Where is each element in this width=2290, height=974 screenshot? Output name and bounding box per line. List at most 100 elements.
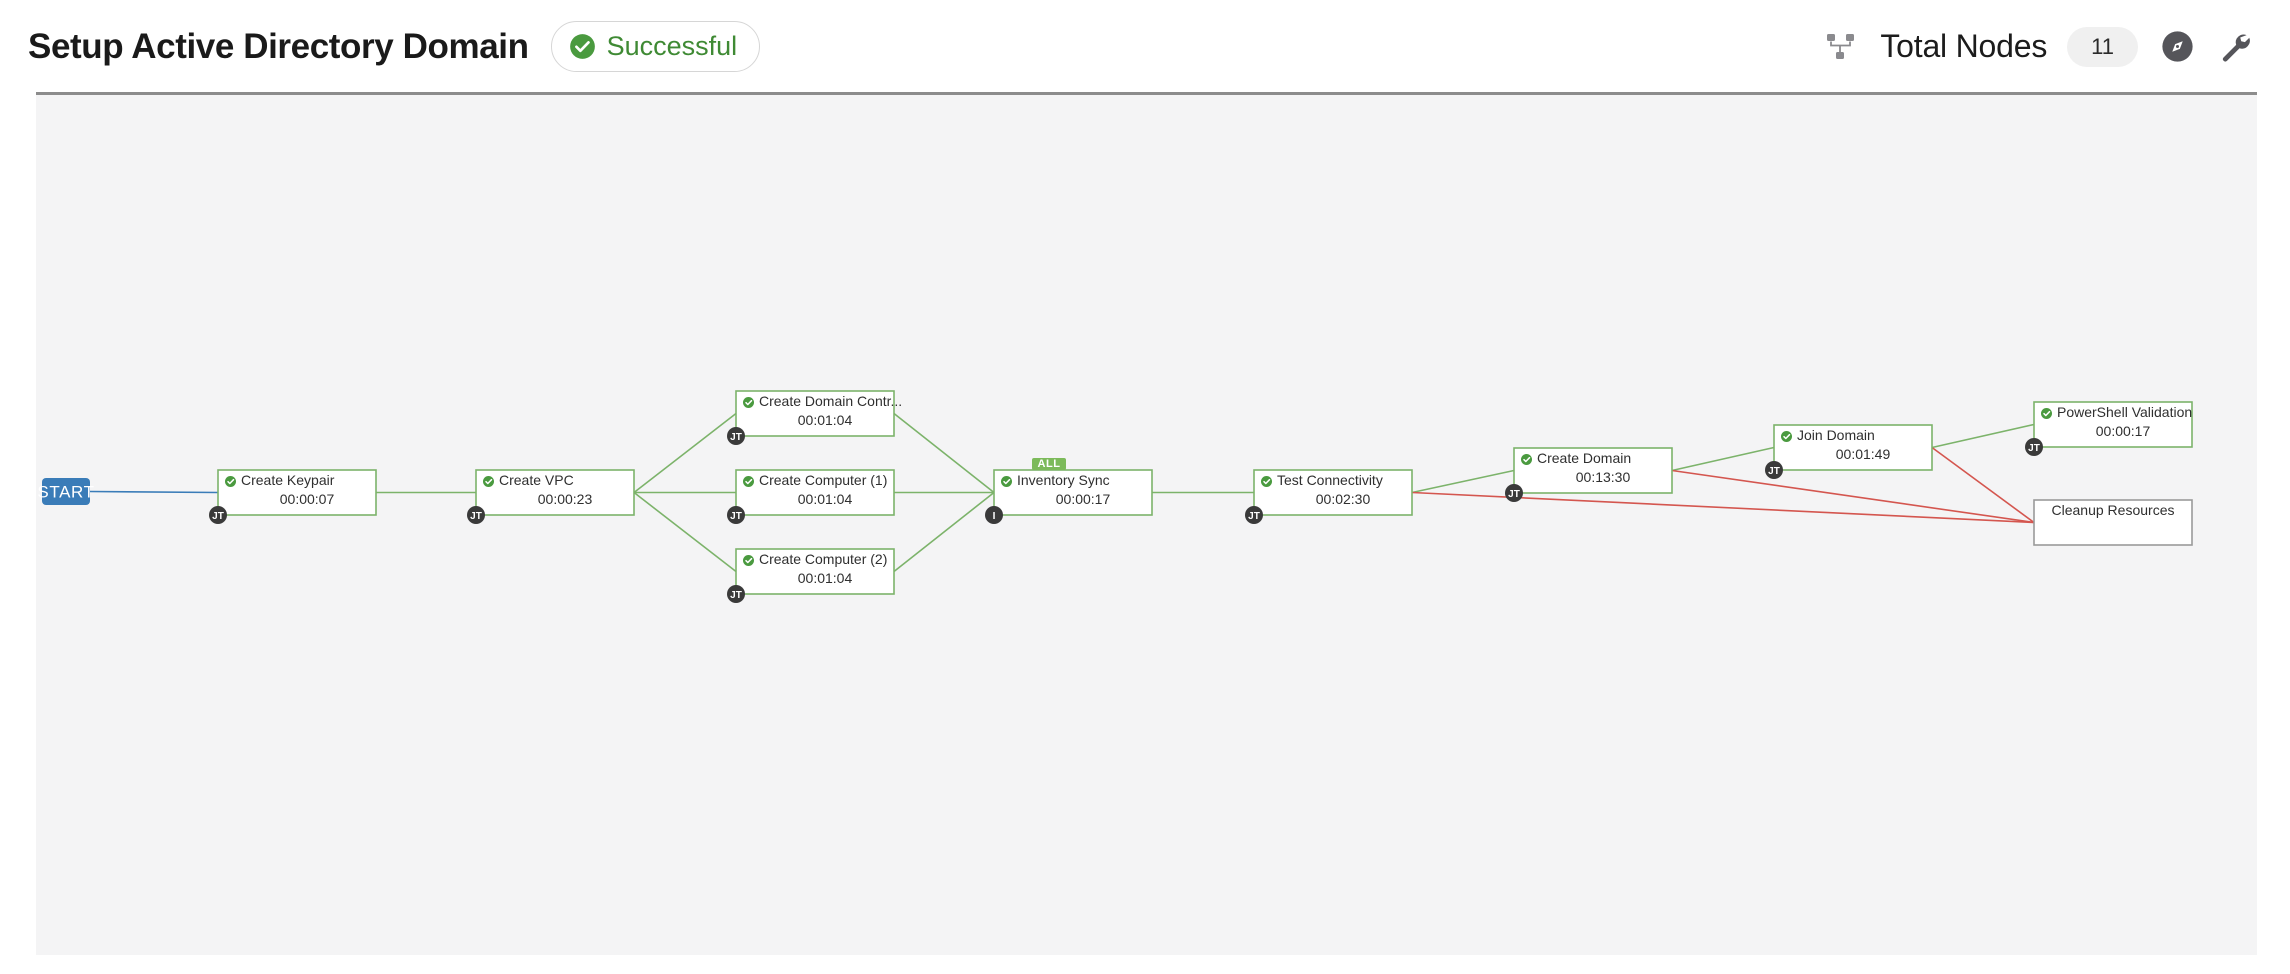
node-box [993,469,1153,516]
node-owner-initials: JT [212,511,224,522]
node-box [1253,469,1413,516]
edge-create-domain-to-join-domain[interactable] [1671,446,1775,472]
node-owner-badge[interactable]: JT [467,506,485,524]
node-duration: 00:01:04 [798,570,853,586]
header-divider [36,92,2257,95]
node-box [1773,424,1933,471]
start-node-label: START [37,483,94,502]
node-owner-initials: JT [470,511,482,522]
node-owner-initials: JT [1768,466,1780,477]
check-circle-icon [1001,476,1012,487]
check-circle-icon [569,34,595,59]
check-circle-icon [743,555,754,566]
node-duration: 00:00:07 [280,491,335,507]
wrench-icon [2222,34,2250,61]
node-duration: 00:13:30 [1576,469,1631,485]
node-owner-badge[interactable]: JT [727,427,745,445]
total-nodes-label: Total Nodes [1880,28,2048,64]
edge-start-to-create-keypair[interactable] [89,490,219,494]
node-owner-badge[interactable]: JT [2025,438,2043,456]
node-owner-initials: JT [730,590,742,601]
check-circle-icon [1521,454,1532,465]
node-box [217,469,377,516]
node-box [475,469,635,516]
title-zone: Setup Active Directory Domain Successful [0,21,761,72]
node-owner-initials: JT [1508,489,1520,500]
start-node[interactable]: START [37,478,94,505]
edge-join-domain-to-powershell-validation[interactable] [1931,423,2035,449]
node-box [735,548,895,595]
node-box [2033,401,2193,448]
node-duration: 00:00:23 [538,491,593,507]
check-circle-icon [743,397,754,408]
edge-test-connectivity-to-cleanup-resources[interactable] [1411,491,2035,524]
check-circle-icon [225,476,236,487]
edge-join-domain-to-cleanup-resources[interactable] [1931,446,2035,524]
workflow-node-inventory-sync[interactable]: Inventory Sync 00:00:17 ALL I [985,458,1153,524]
header-actions: Total Nodes 11 [1826,26,2290,67]
node-label: Inventory Sync [1017,472,1110,488]
page-title: Setup Active Directory Domain [28,26,529,66]
edge-create-vpc-to-create-computer-2[interactable] [633,491,737,573]
status-label: Successful [606,31,738,61]
node-owner-initials: JT [2028,443,2040,454]
check-circle-icon [1781,431,1792,442]
node-owner-badge[interactable]: JT [1765,461,1783,479]
node-duration: 00:02:30 [1316,491,1371,507]
sitemap-icon [1827,33,1855,59]
node-label: Create Domain [1537,450,1631,466]
node-label: Create Computer (1) [759,472,887,488]
page-header: Setup Active Directory Domain Successful… [0,0,2290,93]
node-label: Join Domain [1797,427,1875,443]
check-circle-icon [483,476,494,487]
node-label: Create Keypair [241,472,335,488]
node-owner-badge[interactable]: JT [1505,484,1523,502]
node-owner-badge[interactable]: JT [1245,506,1263,524]
node-box [735,469,895,516]
workflow-node-cleanup-resources[interactable]: Cleanup Resources [2033,499,2193,546]
node-owner-initials: I [993,511,996,522]
node-owner-badge[interactable]: JT [727,506,745,524]
settings-wrench-button[interactable] [2216,28,2254,66]
node-owner-badge[interactable]: I [985,506,1003,524]
node-label: Create Computer (2) [759,551,887,567]
edge-create-computer-2-to-inventory-sync[interactable] [893,491,995,573]
compass-button[interactable] [2158,28,2196,66]
edge-layer [89,412,2035,573]
node-label: Create Domain Contr... [759,393,902,409]
node-duration: 00:00:17 [2096,423,2151,439]
total-nodes-count: 11 [2067,26,2138,67]
node-tag: ALL [1032,458,1066,470]
node-owner-badge[interactable]: JT [727,585,745,603]
check-circle-icon [1261,476,1272,487]
node-owner-initials: JT [730,511,742,522]
node-duration: 00:01:49 [1836,446,1891,462]
node-owner-badge[interactable]: JT [209,506,227,524]
node-tag-label: ALL [1038,458,1061,470]
check-circle-icon [2041,408,2052,419]
node-label: Create VPC [499,472,574,488]
node-box [1513,447,1673,494]
node-duration: 00:00:17 [1056,491,1111,507]
edge-create-domain-controller-to-inventory-sync[interactable] [893,412,995,494]
edge-create-vpc-to-create-domain-controller[interactable] [633,412,737,494]
node-box [735,390,895,437]
node-label: PowerShell Validation [2057,404,2192,420]
node-duration: 00:01:04 [798,412,853,428]
edge-create-domain-to-cleanup-resources[interactable] [1671,469,2035,524]
edge-test-connectivity-to-create-domain[interactable] [1411,469,1515,494]
node-duration: 00:01:04 [798,491,853,507]
